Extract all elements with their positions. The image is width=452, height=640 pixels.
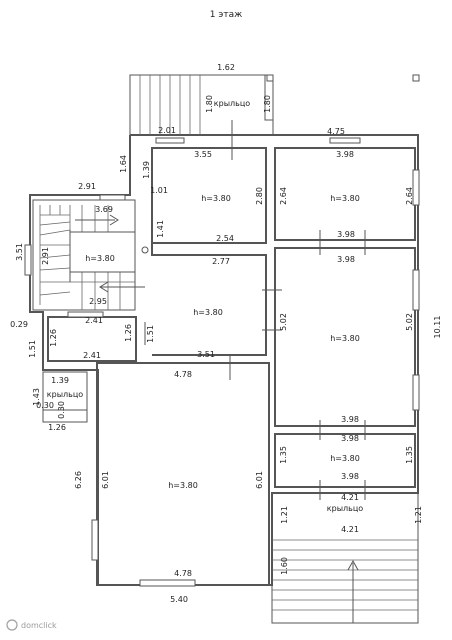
doors bbox=[144, 120, 366, 500]
watermark: domclick bbox=[6, 619, 57, 631]
dimension-label: 2.77 bbox=[212, 257, 230, 266]
porch-label-side: крыльцо bbox=[47, 390, 84, 399]
dimension-label: 1.35 bbox=[405, 446, 414, 464]
dimension-label: 1.60 bbox=[280, 557, 289, 575]
room-height-label: h=3.80 bbox=[330, 454, 360, 463]
room-height-label: h=3.80 bbox=[201, 194, 231, 203]
dimension-label: 4.78 bbox=[174, 370, 192, 379]
dimension-label: 10.11 bbox=[433, 316, 442, 339]
dimension-label: 3.98 bbox=[341, 434, 359, 443]
dimension-label: 6.01 bbox=[255, 471, 264, 489]
windows bbox=[24, 137, 420, 587]
dimension-label: 2.01 bbox=[158, 126, 176, 135]
dimension-label: 2.80 bbox=[255, 187, 264, 205]
porch-label-top: крыльцо bbox=[214, 99, 251, 108]
dimension-label: 3.98 bbox=[336, 150, 354, 159]
dimension-label: 3.51 bbox=[197, 350, 215, 359]
dimension-label: 2.91 bbox=[41, 247, 50, 265]
staircase bbox=[39, 205, 149, 310]
dimension-label: 0.29 bbox=[10, 320, 28, 329]
dimension-label: 2.64 bbox=[279, 187, 288, 205]
dimension-label: 1.51 bbox=[146, 325, 155, 343]
dimension-label: 2.64 bbox=[405, 187, 414, 205]
porch-label-bottom: крыльцо bbox=[327, 504, 364, 513]
dimension-label: 5.02 bbox=[279, 313, 288, 331]
dimension-label: 2.54 bbox=[216, 234, 234, 243]
dimension-label: 3.51 bbox=[15, 243, 24, 261]
dimension-label: 2.91 bbox=[78, 182, 96, 191]
dimension-label: 6.26 bbox=[74, 471, 83, 489]
dimension-label: 1.62 bbox=[217, 63, 235, 72]
dimension-label: 2.95 bbox=[89, 297, 107, 306]
dimension-label: 0.30 bbox=[36, 401, 54, 410]
room-height-label: h=3.80 bbox=[193, 308, 223, 317]
dimension-label: 4.75 bbox=[327, 127, 345, 136]
dimension-label: 1.21 bbox=[280, 506, 289, 524]
dimension-label: 1.01 bbox=[150, 186, 168, 195]
dimension-label: 1.35 bbox=[279, 446, 288, 464]
room-height-label: h=3.80 bbox=[168, 481, 198, 490]
room-height-label: h=3.80 bbox=[85, 254, 115, 263]
dimension-label: 3.98 bbox=[337, 230, 355, 239]
bottom-porch bbox=[271, 492, 419, 624]
dimension-label: 4.21 bbox=[341, 493, 359, 502]
dimension-label: 3.98 bbox=[341, 415, 359, 424]
dimension-label: 3.98 bbox=[337, 255, 355, 264]
dimension-label: 1.43 bbox=[32, 388, 41, 406]
dimension-label: 5.40 bbox=[170, 595, 188, 604]
dimension-label: 2.41 bbox=[83, 351, 101, 360]
dimension-label: 0.30 bbox=[57, 401, 66, 419]
dimension-label: 3.98 bbox=[341, 472, 359, 481]
dimension-label: 1.41 bbox=[156, 220, 165, 238]
dimension-label: 3.55 bbox=[194, 150, 212, 159]
dimension-label: 3.69 bbox=[95, 205, 113, 214]
dimension-label: 1.51 bbox=[28, 340, 37, 358]
dimension-label: 1.80 bbox=[205, 95, 214, 113]
dimension-label: 2.41 bbox=[85, 316, 103, 325]
dimension-label: 6.01 bbox=[101, 471, 110, 489]
floor-title: 1 этаж bbox=[210, 10, 242, 20]
dimension-label: 1.64 bbox=[119, 155, 128, 173]
dimension-label: 5.02 bbox=[405, 313, 414, 331]
dimension-label: 1.26 bbox=[124, 324, 133, 342]
dimension-label: 1.80 bbox=[263, 95, 272, 113]
room-height-label: h=3.80 bbox=[330, 334, 360, 343]
dimension-labels: 1.62 1.80 1.80 2.01 4.75 1.64 1.39 3.55 … bbox=[10, 63, 442, 604]
room-height-label: h=3.80 bbox=[330, 194, 360, 203]
interior-walls bbox=[32, 147, 416, 586]
watermark-logo-icon bbox=[6, 619, 18, 631]
dimension-label: 4.78 bbox=[174, 569, 192, 578]
dimension-label: 1.21 bbox=[414, 506, 423, 524]
watermark-text: domclick bbox=[21, 621, 57, 630]
dimension-label: 4.21 bbox=[341, 525, 359, 534]
dimension-label: 1.26 bbox=[49, 329, 58, 347]
dimension-label: 1.26 bbox=[48, 423, 66, 432]
dimension-label: 1.39 bbox=[142, 161, 151, 179]
top-porch bbox=[129, 74, 420, 136]
dimension-label: 1.39 bbox=[51, 376, 69, 385]
